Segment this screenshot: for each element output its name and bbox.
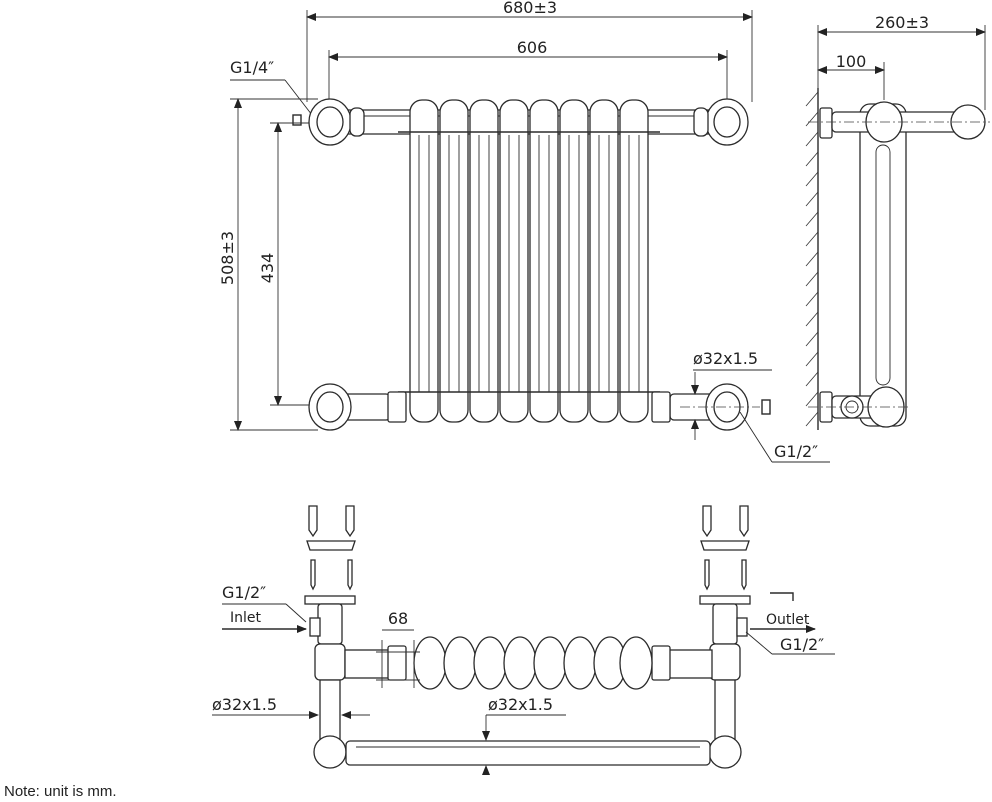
dimension-wall-offset: 100 bbox=[817, 52, 885, 100]
side-profile bbox=[808, 101, 990, 428]
unit-note: Note: unit is mm. bbox=[4, 783, 117, 800]
drain-plug bbox=[761, 399, 771, 415]
centres-width-label: 606 bbox=[517, 38, 548, 57]
projection-label: 260±3 bbox=[875, 13, 929, 32]
column-gap-label: 68 bbox=[388, 609, 408, 628]
left-mounting-kit bbox=[306, 505, 356, 591]
dimension-overall-width: 680±3 bbox=[306, 0, 753, 102]
pipe-bottom-left-label: ø32x1.5 bbox=[212, 695, 277, 714]
right-mounting-kit bbox=[700, 505, 794, 601]
dimension-centres-width: 606 bbox=[328, 38, 728, 108]
overall-height-label: 508±3 bbox=[218, 231, 237, 285]
side-view: 260±3 100 bbox=[805, 13, 990, 430]
pipe-front-label: ø32x1.5 bbox=[693, 349, 758, 368]
dimension-pipe-bottom-center: ø32x1.5 bbox=[482, 695, 566, 775]
overall-width-label: 680±3 bbox=[503, 0, 557, 17]
dimension-overall-height: 508±3 bbox=[218, 98, 318, 431]
column bbox=[529, 99, 559, 423]
front-outlet-thread-label: G1/2″ bbox=[774, 442, 818, 461]
wall-offset-label: 100 bbox=[836, 52, 867, 71]
inlet-callout: G1/2″ Inlet bbox=[222, 583, 307, 633]
radiator-columns bbox=[398, 99, 660, 423]
column bbox=[559, 99, 589, 423]
inlet-label: Inlet bbox=[230, 610, 262, 626]
dimension-pipe-front: ø32x1.5 bbox=[680, 349, 772, 440]
outlet-label: Outlet bbox=[766, 612, 810, 628]
right-bracket bbox=[699, 595, 751, 769]
air-vent-callout: G1/4″ bbox=[230, 58, 313, 126]
top-view-columns bbox=[344, 636, 713, 690]
outlet-callout: Outlet G1/2″ bbox=[745, 612, 835, 655]
pipe-bottom-center-label: ø32x1.5 bbox=[488, 695, 553, 714]
allen-key-icon bbox=[770, 592, 794, 601]
column bbox=[409, 99, 439, 423]
outlet-thread-label: G1/2″ bbox=[780, 635, 824, 654]
air-vent-plug bbox=[292, 114, 302, 126]
column bbox=[499, 99, 529, 423]
column bbox=[439, 99, 469, 423]
wall-hatch bbox=[805, 88, 819, 430]
column bbox=[469, 99, 499, 423]
dimension-centres-height: 434 bbox=[258, 122, 318, 406]
air-vent-thread-label: G1/4″ bbox=[230, 58, 274, 77]
towel-rail bbox=[345, 740, 711, 766]
left-bracket bbox=[304, 595, 356, 769]
inlet-thread-label: G1/2″ bbox=[222, 583, 266, 602]
column bbox=[589, 99, 619, 423]
dimension-projection: 260±3 bbox=[817, 13, 986, 110]
dimension-pipe-bottom-left: ø32x1.5 bbox=[212, 695, 370, 719]
centres-height-label: 434 bbox=[258, 253, 277, 284]
front-outlet-callout: G1/2″ bbox=[739, 411, 830, 463]
front-view: 680±3 606 G1/4″ 508±3 434 bbox=[218, 0, 830, 463]
dimension-column-gap: 68 bbox=[376, 609, 420, 688]
column bbox=[619, 99, 649, 423]
top-view: 68 G1/2″ Inlet Outlet G1/2″ ø32x1.5 ø32x… bbox=[212, 505, 835, 775]
